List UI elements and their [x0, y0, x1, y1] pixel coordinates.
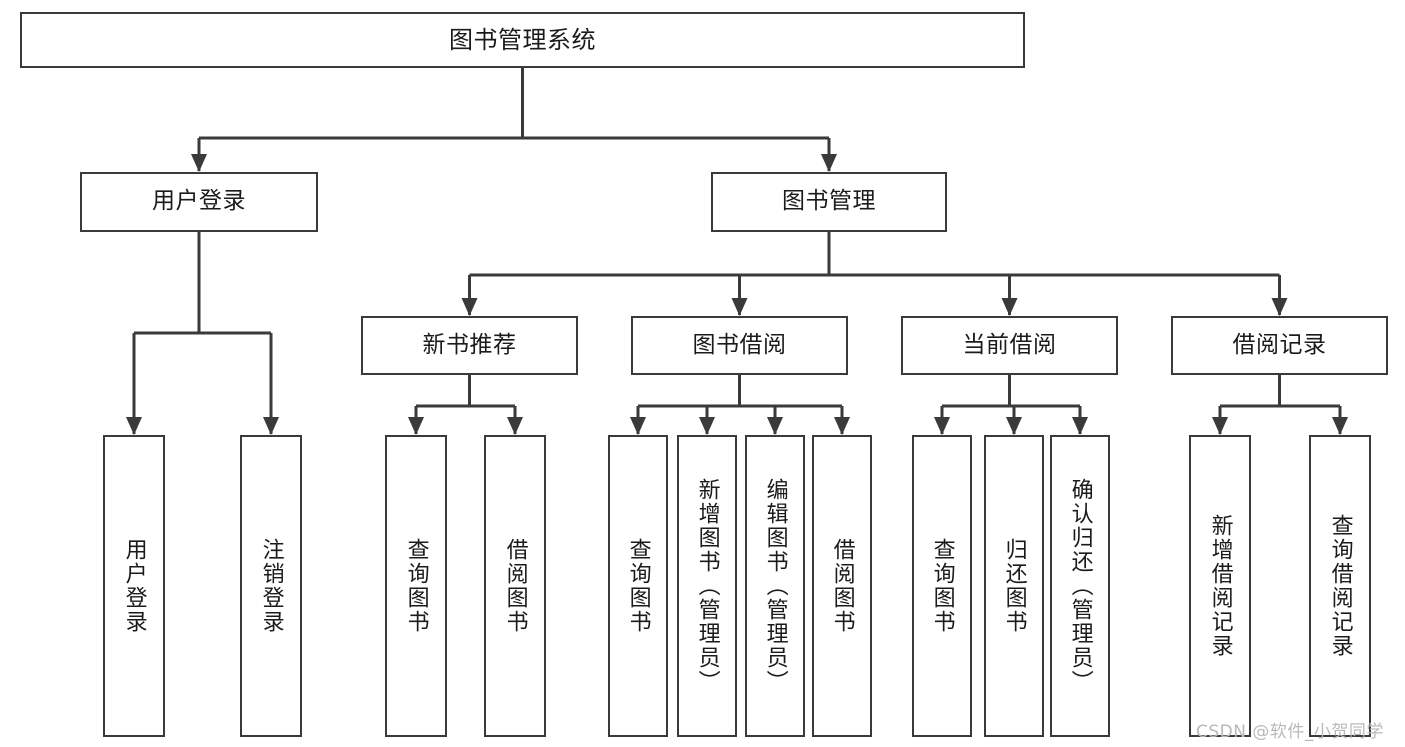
arrow-head-icon — [1072, 417, 1088, 435]
arrow-head-icon — [934, 417, 950, 435]
arrow-head-icon — [507, 417, 523, 435]
node-label: 借阅图书 — [502, 538, 528, 634]
node-records[interactable]: 借阅记录 — [1171, 316, 1388, 375]
node-label: 查询图书 — [625, 538, 651, 634]
node-bookmgmt[interactable]: 图书管理 — [711, 172, 947, 232]
node-leaf-bo-query[interactable]: 查询图书 — [608, 435, 668, 737]
node-leaf-cu-confirm[interactable]: 确认归还（管理员） — [1050, 435, 1110, 737]
node-label: 查询图书 — [403, 538, 429, 634]
node-leaf-bo-edit[interactable]: 编辑图书（管理员） — [745, 435, 805, 737]
node-leaf-rc-query[interactable]: 查询借阅记录 — [1309, 435, 1371, 737]
arrow-head-icon — [1001, 298, 1018, 316]
node-leaf-nb-query[interactable]: 查询图书 — [385, 435, 447, 737]
node-borrow[interactable]: 图书借阅 — [631, 316, 848, 375]
arrow-head-icon — [408, 417, 424, 435]
node-leaf-bo-add[interactable]: 新增图书（管理员） — [677, 435, 737, 737]
node-label: 借阅图书 — [829, 538, 855, 634]
node-leaf-rc-add[interactable]: 新增借阅记录 — [1189, 435, 1251, 737]
node-label: 图书管理 — [782, 188, 876, 215]
node-label: 确认归还（管理员） — [1067, 478, 1093, 694]
node-root[interactable]: 图书管理系统 — [20, 12, 1025, 68]
node-leaf-user-login[interactable]: 用户登录 — [103, 435, 165, 737]
node-label: 用户登录 — [121, 538, 147, 634]
node-label: 查询借阅记录 — [1327, 514, 1353, 658]
node-leaf-user-logout[interactable]: 注销登录 — [240, 435, 302, 737]
arrow-head-icon — [1006, 417, 1022, 435]
arrow-head-icon — [630, 417, 646, 435]
node-label: 图书借阅 — [692, 331, 787, 358]
arrow-head-icon — [1271, 298, 1288, 316]
arrow-head-icon — [834, 417, 850, 435]
arrow-head-icon — [126, 417, 142, 435]
node-label: 注销登录 — [258, 538, 284, 634]
node-label: 借阅记录 — [1232, 331, 1327, 358]
arrow-head-icon — [461, 298, 478, 316]
arrow-head-icon — [767, 417, 783, 435]
node-label: 查询图书 — [929, 538, 955, 634]
node-label: 编辑图书（管理员） — [762, 478, 788, 694]
node-login[interactable]: 用户登录 — [80, 172, 318, 232]
node-label: 图书管理系统 — [449, 25, 596, 54]
node-leaf-cu-return[interactable]: 归还图书 — [984, 435, 1044, 737]
node-label: 归还图书 — [1001, 538, 1027, 634]
node-leaf-bo-borrow[interactable]: 借阅图书 — [812, 435, 872, 737]
arrow-head-icon — [263, 417, 279, 435]
arrow-head-icon — [821, 154, 837, 172]
arrow-head-icon — [191, 154, 207, 172]
node-label: 新增借阅记录 — [1207, 514, 1233, 658]
node-label: 新增图书（管理员） — [694, 478, 720, 694]
node-leaf-cu-query[interactable]: 查询图书 — [912, 435, 972, 737]
node-label: 新书推荐 — [422, 331, 517, 358]
node-label: 当前借阅 — [962, 331, 1057, 358]
node-leaf-nb-borrow[interactable]: 借阅图书 — [484, 435, 546, 737]
arrow-head-icon — [731, 298, 748, 316]
node-newbook[interactable]: 新书推荐 — [361, 316, 578, 375]
arrow-head-icon — [699, 417, 715, 435]
arrow-head-icon — [1332, 417, 1348, 435]
arrow-head-icon — [1212, 417, 1228, 435]
node-label: 用户登录 — [152, 188, 246, 215]
node-current[interactable]: 当前借阅 — [901, 316, 1118, 375]
